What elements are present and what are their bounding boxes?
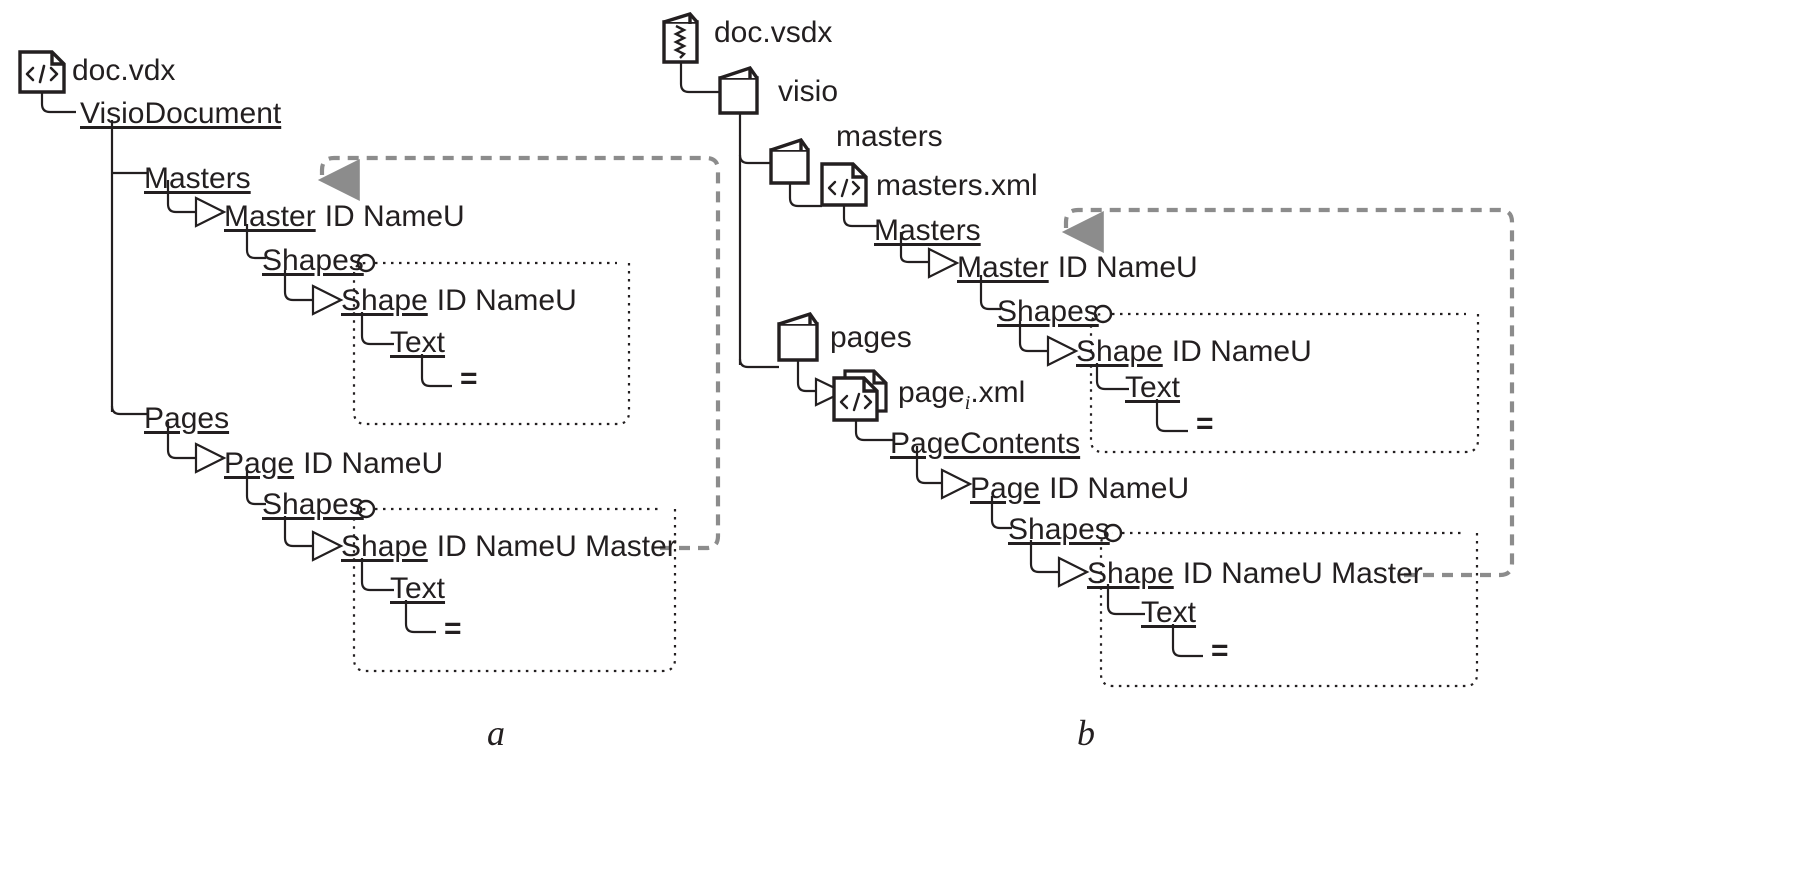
node-pages[interactable]: Pages <box>144 404 229 434</box>
zip-archive-icon-b <box>662 12 699 64</box>
element-name: Text <box>390 326 446 359</box>
folder-icon-pages <box>777 311 819 362</box>
attribute-list: ID NameU <box>1171 335 1312 368</box>
node-text-page[interactable]: Text <box>390 574 445 604</box>
node-visiodocument[interactable]: VisioDocument <box>80 99 281 129</box>
node-masters[interactable]: Masters <box>144 164 251 194</box>
xml-file-icon-page-front <box>832 376 879 422</box>
attribute-list: ID NameU <box>324 200 465 233</box>
repeat-triangle-b-master <box>927 247 960 279</box>
repeat-triangle-b-page-xml <box>814 377 846 407</box>
attribute-list: ID NameU Master <box>1182 557 1423 590</box>
attribute-list: ID NameU <box>436 284 577 317</box>
folder-label-visio[interactable]: visio <box>778 75 839 108</box>
repeat-triangle-b-shape-m <box>1046 335 1079 367</box>
node-shapes-masters[interactable]: Shapes <box>262 246 364 276</box>
file-label-masters-xml[interactable]: masters.xml <box>876 169 1038 202</box>
attribute-list: ID NameU <box>1049 472 1190 505</box>
element-name: Shapes <box>262 244 364 277</box>
repeat-triangle-b-page <box>940 468 973 500</box>
text-value-master: = <box>460 362 478 395</box>
caption-b: b <box>1077 713 1095 753</box>
master-reference-link-b <box>1061 207 1515 578</box>
folder-label-pages[interactable]: pages <box>830 321 912 354</box>
text-value-master: = <box>1196 407 1214 440</box>
repeat-triangle-a-master <box>194 196 227 228</box>
element-name: Pages <box>144 402 230 435</box>
node-text-page[interactable]: Text <box>1141 598 1196 628</box>
root-label-doc-vdx: doc.vdx <box>72 54 176 87</box>
caption-a: a <box>487 713 505 753</box>
element-name: Text <box>1141 596 1197 629</box>
element-name: Masters <box>144 162 251 195</box>
folder-icon-masters <box>769 137 810 185</box>
element-name: Page <box>224 447 295 480</box>
file-extension: .xml <box>970 376 1026 409</box>
node-text-master[interactable]: Text <box>1125 373 1180 403</box>
element-name: Shape <box>341 284 428 317</box>
repeat-triangle-a-shape-m <box>311 284 344 316</box>
folder-label-masters[interactable]: masters <box>836 120 943 153</box>
element-name: PageContents <box>890 427 1081 460</box>
element-name: Shape <box>341 530 428 563</box>
element-name: Page <box>970 472 1041 505</box>
subscript-i: i <box>964 392 971 414</box>
element-name: VisioDocument <box>80 97 282 130</box>
element-name: Shape <box>1087 557 1174 590</box>
attribute-list: ID NameU <box>1057 251 1198 284</box>
xml-file-icon-masters <box>820 162 868 207</box>
root-label-doc-vsdx: doc.vsdx <box>714 16 833 49</box>
node-text-master[interactable]: Text <box>390 328 445 358</box>
repeat-triangle-a-shape-p <box>311 530 344 562</box>
node-shapes-pages[interactable]: Shapes <box>1008 515 1110 545</box>
attribute-list: ID NameU <box>303 447 444 480</box>
master-reference-link-a <box>317 155 721 551</box>
attribute-list: ID NameU Master <box>436 530 677 563</box>
element-name: Shapes <box>997 295 1099 328</box>
element-name: Shapes <box>1008 513 1110 546</box>
node-masters[interactable]: Masters <box>874 216 981 246</box>
node-pagecontents[interactable]: PageContents <box>890 429 1080 459</box>
text-value-page: = <box>444 612 462 645</box>
file-label-page-i-xml[interactable]: pagei.xml <box>898 376 1026 414</box>
element-name: Shape <box>1076 335 1163 368</box>
repeat-triangle-a-page <box>194 442 227 474</box>
node-shapes-pages[interactable]: Shapes <box>262 490 364 520</box>
element-name: Master <box>957 251 1049 284</box>
repeat-triangle-b-shape-p <box>1057 556 1090 588</box>
element-name: Text <box>1125 371 1181 404</box>
folder-icon-visio <box>718 65 759 115</box>
element-name: Master <box>224 200 316 233</box>
text-value-page: = <box>1211 634 1229 667</box>
element-name: Text <box>390 572 446 605</box>
element-name: Shapes <box>262 488 364 521</box>
node-shapes-masters[interactable]: Shapes <box>997 297 1099 327</box>
element-name: Masters <box>874 214 981 247</box>
